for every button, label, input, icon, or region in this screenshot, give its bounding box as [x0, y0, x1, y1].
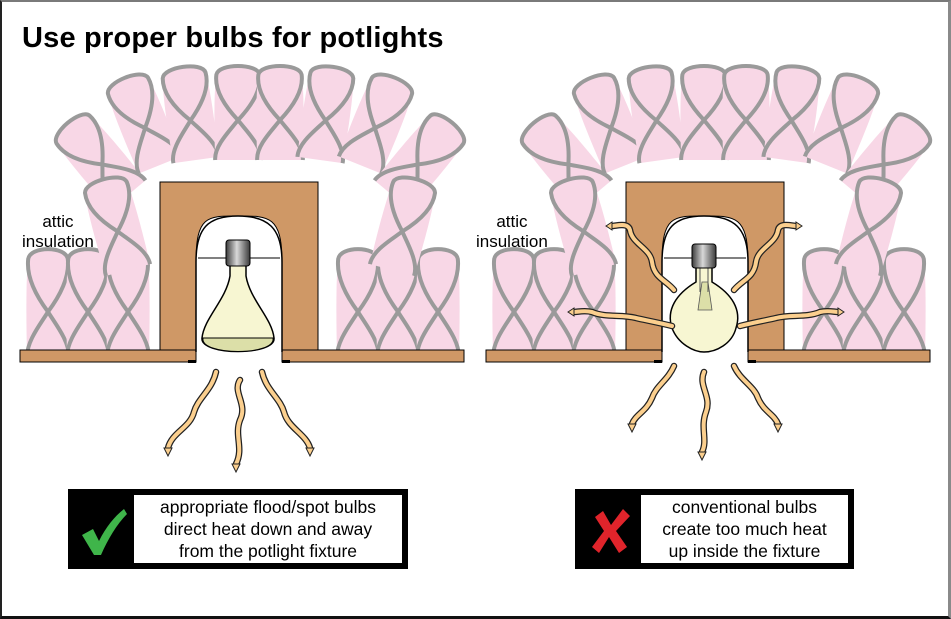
insulation-loop: [679, 63, 729, 161]
callout-bad: conventional bulbs create too much heat …: [575, 489, 854, 569]
insulation-loop: [801, 247, 847, 359]
insulation-outline: [802, 72, 881, 175]
trim-right: [748, 360, 756, 363]
check-icon: [82, 509, 127, 555]
insulation-loop: [721, 63, 771, 161]
insulation-loop: [761, 64, 822, 164]
ceiling-board-left: [485, 349, 663, 363]
x-icon: [592, 509, 630, 553]
insulation-loop: [335, 247, 381, 359]
ceiling-board-right: [747, 349, 931, 363]
insulation-fill: [369, 177, 435, 276]
bulb-base: [691, 243, 717, 269]
insulation-fill: [26, 249, 70, 358]
heat-arrow-left-body: [572, 309, 674, 328]
heat-arrow-down-left-body: [166, 370, 218, 450]
insulation-fill: [551, 177, 617, 276]
ceiling-board-left: [19, 349, 197, 363]
flood-bulb-lens: [202, 337, 274, 352]
ceiling-board-right: [281, 349, 465, 363]
insulation-fill: [416, 249, 460, 358]
heat-arrow-down-right-body: [260, 370, 312, 450]
insulation-fill: [214, 65, 262, 160]
insulation-outline: [549, 175, 618, 277]
heat-arrow-right-head: [837, 307, 845, 317]
insulation-loop: [213, 63, 263, 161]
heat-arrow-up-right-head: [795, 221, 803, 231]
panel-bad: [485, 63, 933, 462]
insulation-fill: [802, 249, 846, 358]
insulation-loop: [626, 64, 687, 164]
heat-arrow-down-right-body: [732, 364, 780, 426]
heat-arrow-up-left-body: [610, 223, 676, 292]
insulation-fill: [722, 65, 770, 160]
insulation-fill: [336, 249, 380, 358]
heat-arrow-up-right-body: [732, 223, 798, 292]
heat-arrow-down-left-body: [630, 364, 676, 426]
insulation-loop: [295, 64, 356, 164]
heat-arrow-down-left-head: [163, 447, 173, 458]
trim-left: [654, 360, 662, 363]
heat-arrow-left-head: [567, 307, 575, 317]
insulation-loop: [491, 247, 537, 359]
trim-left: [188, 360, 196, 363]
insulation-outline: [519, 112, 614, 212]
trim-right: [282, 360, 290, 363]
heat-arrow-down-right-head: [773, 423, 783, 434]
insulation-loop: [881, 247, 927, 359]
insulation-fill: [85, 177, 151, 276]
insulation-outline: [761, 64, 822, 164]
insulation-loop: [336, 72, 415, 175]
insulation-loop: [255, 63, 305, 161]
insulation-loop: [802, 72, 881, 175]
insulation-outline: [53, 112, 148, 212]
heat-arrow-down-center-body: [700, 370, 710, 454]
insulation-outline: [336, 72, 415, 175]
heat-arrow-down-center-head: [697, 451, 707, 462]
diagram-title: Use proper bulbs for potlights: [22, 22, 444, 54]
heat-arrow-down-left-head: [627, 423, 637, 434]
insulation-loop: [415, 247, 461, 359]
insulation-fill: [492, 249, 536, 358]
insulation-outline: [295, 64, 356, 164]
insulation-outline: [83, 175, 152, 277]
insulation-loop: [549, 175, 618, 277]
heat-arrow-up-left-head: [605, 221, 613, 231]
callout-good-text: appropriate flood/spot bulbs direct heat…: [134, 495, 402, 563]
insulation-fill: [882, 249, 926, 358]
insulation-outline: [368, 175, 437, 277]
bulb-base: [225, 239, 251, 267]
insulation-fill: [256, 65, 304, 160]
insulation-loop: [368, 175, 437, 277]
heat-arrow-right-body: [738, 309, 840, 328]
insulation-loop: [834, 175, 903, 277]
insulation-fill: [680, 65, 728, 160]
panel-good: [19, 63, 467, 474]
insulation-loop: [83, 175, 152, 277]
heat-arrow-down-right-head: [305, 447, 315, 458]
heat-arrow-down-center-head: [231, 463, 241, 474]
insulation-fill: [835, 177, 901, 276]
insulation-outline: [834, 175, 903, 277]
insulation-loop: [25, 247, 71, 359]
callout-bad-text: conventional bulbs create too much heat …: [641, 495, 848, 563]
heat-arrow-down-center-body: [234, 378, 245, 466]
callout-good: appropriate flood/spot bulbs direct heat…: [68, 489, 408, 569]
